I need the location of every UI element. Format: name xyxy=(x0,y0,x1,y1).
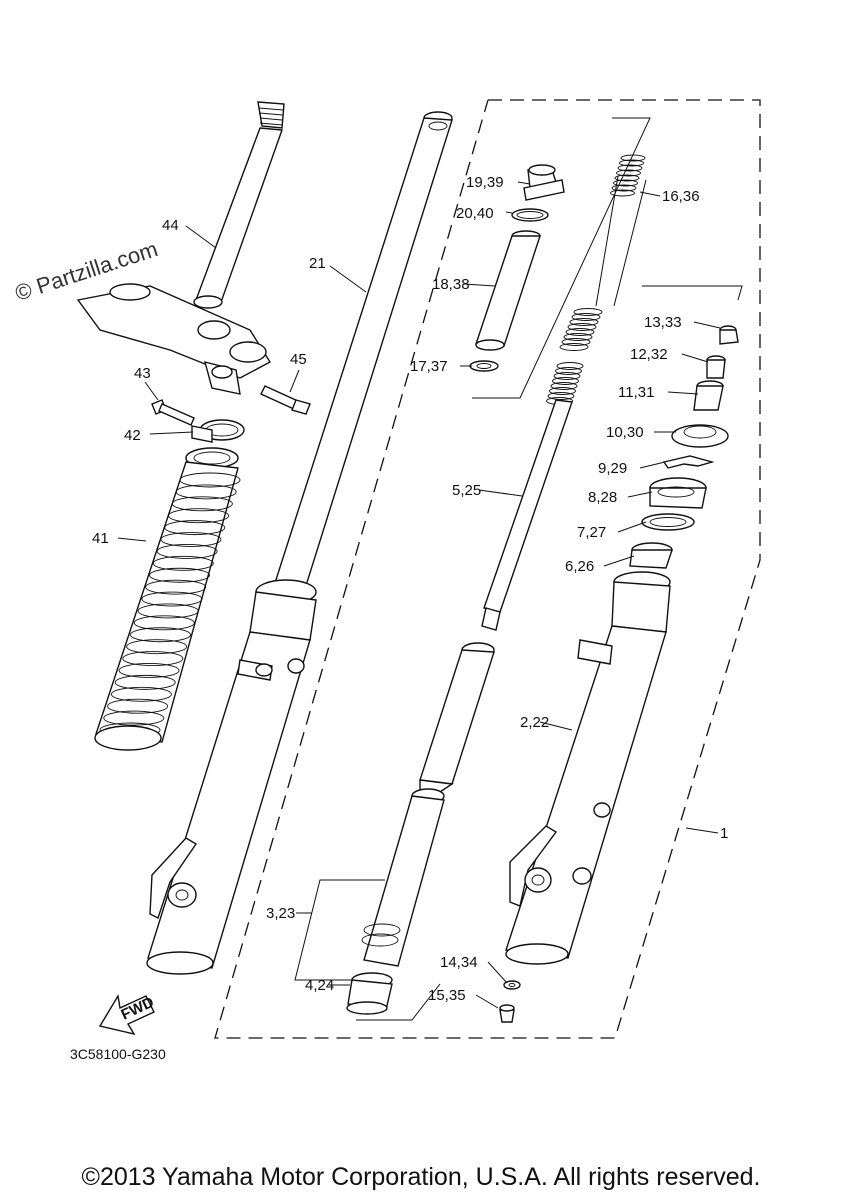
o-ring xyxy=(511,208,549,222)
callout-45: 45 xyxy=(290,351,307,368)
callout-43: 43 xyxy=(134,365,151,382)
copyright-notice: ©2013 Yamaha Motor Corporation, U.S.A. A… xyxy=(81,1163,761,1191)
callout-42: 42 xyxy=(124,427,141,444)
callout-2-22: 2,22 xyxy=(520,714,549,731)
outer-tube-exploded xyxy=(505,571,671,965)
callout-4-24: 4,24 xyxy=(305,977,334,994)
fork-spring xyxy=(559,154,647,351)
callout-15-35: 15,35 xyxy=(428,987,466,1004)
diagram-code: 3C58100-G230 xyxy=(70,1046,166,1062)
damper-rod xyxy=(481,362,584,631)
callout-6-26: 6,26 xyxy=(565,558,594,575)
callout-13-33: 13,33 xyxy=(644,314,682,331)
callout-20-40: 20,40 xyxy=(456,205,494,222)
callout-21: 21 xyxy=(309,255,326,272)
callout-8-28: 8,28 xyxy=(588,489,617,506)
washer xyxy=(469,360,499,372)
callout-11-31: 11,31 xyxy=(618,384,654,401)
callout-labels: 1 2,22 3,23 4,24 5,25 6,26 7,27 8,28 9,2… xyxy=(92,174,728,1004)
boot-clamp xyxy=(191,419,245,443)
subgroup-lines xyxy=(294,117,743,1021)
fwd-arrow-icon: FWD xyxy=(98,994,157,1036)
callout-18-38: 18,38 xyxy=(432,276,470,293)
callout-10-30: 10,30 xyxy=(606,424,644,441)
steering-stem xyxy=(76,101,285,395)
callout-41: 41 xyxy=(92,530,109,547)
callout-17-37: 17,37 xyxy=(410,358,448,375)
callout-19-39: 19,39 xyxy=(466,174,504,191)
callout-1: 1 xyxy=(720,825,728,842)
callout-14-34: 14,34 xyxy=(440,954,478,971)
assembly-boundary xyxy=(214,99,761,1039)
cap-bolt xyxy=(523,164,565,201)
callout-44: 44 xyxy=(162,217,179,234)
pinch-bolt xyxy=(260,385,311,415)
slide-bushing xyxy=(346,972,393,1015)
seal-stack xyxy=(629,325,739,569)
outer-tube-assembled xyxy=(146,579,317,975)
callout-12-32: 12,32 xyxy=(630,346,668,363)
callout-7-27: 7,27 xyxy=(577,524,606,541)
callout-5-25: 5,25 xyxy=(452,482,481,499)
clamp-bolt xyxy=(151,399,195,426)
drain-bolt-set xyxy=(499,980,521,1023)
callout-16-36: 16,36 xyxy=(662,188,700,205)
spacer xyxy=(475,230,541,351)
callout-9-29: 9,29 xyxy=(598,460,627,477)
leader-lines xyxy=(117,181,721,1009)
fork-boot xyxy=(94,447,241,751)
callout-3-23: 3,23 xyxy=(266,905,295,922)
inner-tube-exploded xyxy=(361,642,495,967)
